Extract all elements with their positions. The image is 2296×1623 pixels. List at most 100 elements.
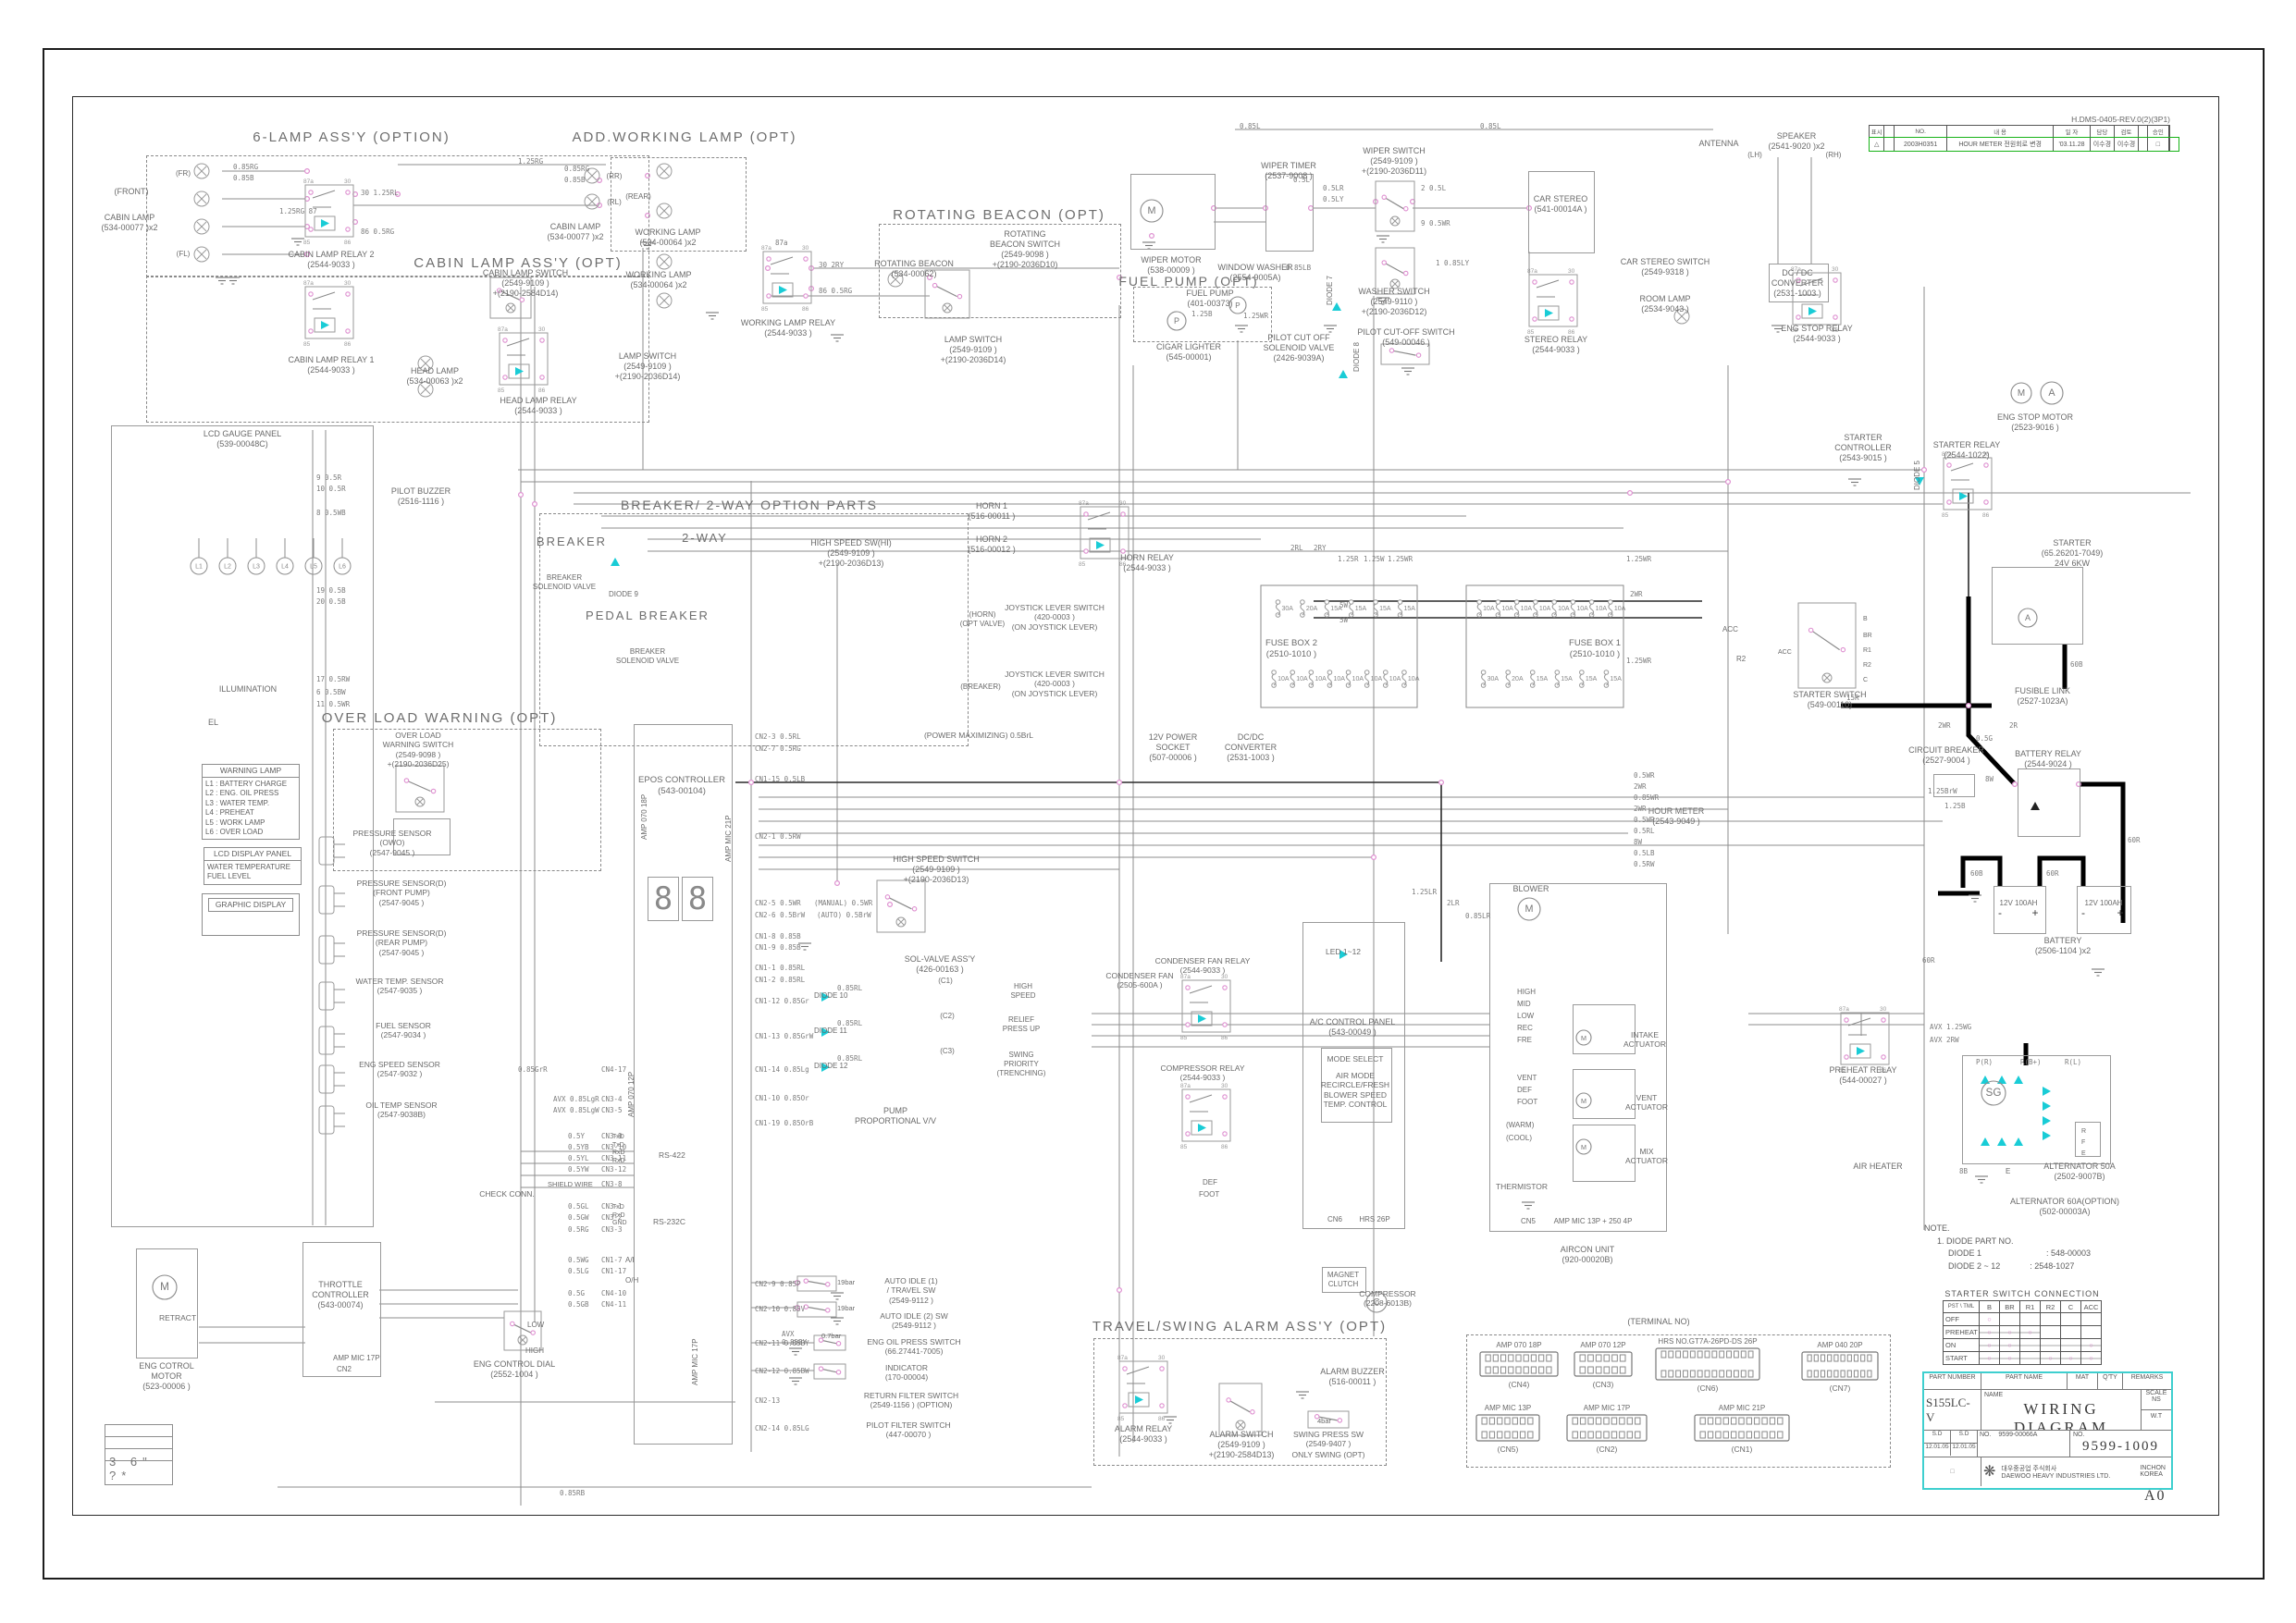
relay-starter-relay-pinlabel: 86 bbox=[1982, 512, 1990, 519]
label-2wr: 2WR bbox=[1938, 721, 1951, 730]
label-acc: ACC bbox=[1722, 625, 1738, 633]
label-illumination: ILLUMINATION bbox=[218, 684, 278, 694]
switch-pilot-cut-off-switch-pin-1 bbox=[1415, 352, 1422, 358]
label-horn-relay: HORN RELAY (2544-9033 ) bbox=[1120, 553, 1174, 572]
switch-eng-control-dial-pin-0 bbox=[510, 1321, 515, 1327]
label-hrs-26p: HRS 26P bbox=[1359, 1215, 1390, 1223]
connector-cn1-pin-t2 bbox=[1715, 1417, 1722, 1425]
label-f: F bbox=[2081, 1139, 2086, 1146]
label-pilot-buzzer: PILOT BUZZER (2516-1116 ) bbox=[390, 486, 451, 506]
label-cn1-7: CN1-7 bbox=[601, 1256, 623, 1264]
connector-cn5 bbox=[1475, 1414, 1540, 1442]
relay-preheat-relay-pin-2 bbox=[1844, 1054, 1849, 1060]
label-return-filter-switch: RETURN FILTER SWITCH (2549-1156 ) (OPTIO… bbox=[863, 1391, 959, 1410]
label-cn2-11-0-85by: CN2-11 0.85BY bbox=[755, 1339, 809, 1347]
label-avx-0-85lgr: AVX 0.85LgR bbox=[553, 1095, 599, 1103]
fuse-box-2-f15s bbox=[1603, 673, 1609, 686]
connector-cn5-pin-t4 bbox=[1512, 1417, 1518, 1425]
label-cn2: CN2 bbox=[336, 1365, 352, 1373]
lcd-display-title: LCD DISPLAY PANEL bbox=[204, 848, 301, 862]
relay-preheat-relay-pinlabel: 87a bbox=[1839, 1006, 1849, 1013]
label-rs-232c: RS-232C bbox=[653, 1217, 685, 1226]
label-eng-stop-motor: ENG STOP MOTOR (2523-9016 ) bbox=[1996, 412, 2074, 432]
label-diode-5: DIODE 5 bbox=[1913, 460, 1921, 490]
diode-icon-0 bbox=[821, 992, 830, 1002]
terminal-dot-39 bbox=[531, 500, 537, 507]
relay-eng-stop-relay-pin-2 bbox=[1796, 314, 1801, 320]
fuse-box-2-amp-07: 10A bbox=[1614, 606, 1626, 612]
switch-high-speed-switch-pin-1 bbox=[911, 906, 918, 912]
fuse-box-2-f00s bbox=[1476, 603, 1482, 616]
connector-cn7-pin-t2 bbox=[1820, 1354, 1826, 1362]
switch-alarm-switch-pin-1 bbox=[1250, 1409, 1255, 1415]
tb-part-number-label: PART NUMBER bbox=[1924, 1373, 1981, 1389]
label-86-0-5rg: 86 0.5RG bbox=[361, 227, 395, 236]
switch-swing-press-switch-pin-1 bbox=[1337, 1418, 1343, 1423]
fuse-box-1-f03s bbox=[1349, 603, 1354, 616]
relay-stereo-relay bbox=[1528, 274, 1578, 327]
connector-cn7-pin-t3 bbox=[1827, 1354, 1833, 1362]
connector-cn2-pin-b7 bbox=[1626, 1431, 1634, 1439]
connector-cn3-pin-b0 bbox=[1579, 1366, 1586, 1374]
diode-icon-8 bbox=[2031, 802, 2040, 810]
warning-lamp-label-L4: L4 bbox=[281, 564, 289, 571]
label-cn2-14-0-85lg: CN2-14 0.85LG bbox=[755, 1424, 809, 1432]
switch-alarm-switch-pin-0 bbox=[1226, 1397, 1231, 1403]
relay-cabin-lamp-relay-1-pinlabel: 86 bbox=[344, 341, 352, 348]
label-working-lamp: WORKING LAMP (534-00064 )x2 bbox=[635, 227, 701, 247]
switch-auto-idle-2-switch-arm bbox=[806, 1306, 826, 1311]
relay-cabin-lamp-relay-2-diode-icon bbox=[321, 219, 329, 227]
revision-strip: H.DMS-0405-REV.0(2)(3P1) 표시△NO.2003H0351… bbox=[1869, 115, 2179, 152]
connector-cn2-pin-b1 bbox=[1579, 1431, 1586, 1439]
label-cn3-12: CN3-12 bbox=[601, 1165, 627, 1174]
label-0-85rl: 0.85RL bbox=[837, 1019, 863, 1027]
connector-cn4-pin-b8 bbox=[1546, 1366, 1552, 1374]
connector-cn7-pin-t8 bbox=[1860, 1354, 1866, 1362]
connector-cn1-pin-t6 bbox=[1746, 1417, 1753, 1425]
relay-eng-stop-relay-pin-0 bbox=[1796, 277, 1801, 283]
relay-starter-relay-arm bbox=[1950, 462, 1974, 472]
switch-eng-control-dial-lx2 bbox=[519, 1336, 526, 1344]
label-2rl: 2RL bbox=[1290, 544, 1303, 552]
label-wiper-switch: WIPER SWITCH (2549-9109 ) +(2190-2036D11… bbox=[1361, 146, 1427, 176]
label-cn2-6-0-5brw: CN2-6 0.5BrW bbox=[755, 911, 806, 919]
relay-preheat-relay-pinlabel: 30 bbox=[1880, 1006, 1887, 1013]
motor-letter-0: M bbox=[1148, 205, 1156, 216]
fuse-box-2-f06s bbox=[1589, 603, 1595, 616]
connector-cn6-pin-t3 bbox=[1683, 1350, 1688, 1359]
relay-cabin-lamp-relay-2-pinlabel: 30 bbox=[344, 178, 352, 185]
connector-cn1-type-label: AMP MIC 21P bbox=[1718, 1404, 1766, 1412]
label-9-0-5wr: 9 0.5WR bbox=[1421, 219, 1450, 227]
switch-washer-switch-lx2 bbox=[1391, 280, 1399, 288]
fuse-box-2-f13a bbox=[1554, 670, 1561, 675]
connector-cn5-pin-t1 bbox=[1488, 1417, 1496, 1425]
section-breaker-2way bbox=[539, 513, 969, 746]
connector-cn2-pin-t1 bbox=[1579, 1417, 1586, 1425]
sensor-icon-3 bbox=[318, 981, 335, 1011]
wire-72 bbox=[1966, 596, 2017, 786]
lamp-icon-8 bbox=[656, 253, 673, 270]
tb-scale: NS bbox=[2152, 1396, 2161, 1403]
label-car-stereo: CAR STEREO (541-00014A ) bbox=[1533, 194, 1588, 214]
label-epos-controller: EPOS CONTROLLER (543-00104) bbox=[638, 775, 725, 796]
motor-letter-9: P bbox=[1174, 316, 1179, 326]
label-foot: FOOT bbox=[1517, 1098, 1538, 1106]
switch-starter-switch bbox=[1797, 602, 1857, 689]
fuse-box-1-f15a bbox=[1364, 670, 1370, 675]
connector-cn3-pin-b3 bbox=[1603, 1366, 1611, 1374]
label-condenser-fan: CONDENSER FAN (2505-600A ) bbox=[1105, 971, 1174, 990]
connector-cn1-pin-b3 bbox=[1722, 1431, 1729, 1439]
fuse-box-2-amp-03: 10A bbox=[1539, 606, 1551, 612]
label-avx-2rw: AVX 2RW bbox=[1930, 1036, 1959, 1044]
fuse-box-2-f12s bbox=[1530, 673, 1536, 686]
connector-cn1-pin-t9 bbox=[1769, 1417, 1776, 1425]
relay-cabin-lamp-relay-1-pin-3 bbox=[345, 328, 351, 334]
relay-working-lamp-relay-arm bbox=[770, 256, 794, 265]
label-diode-7: DIODE 7 bbox=[1326, 275, 1334, 305]
label-starter-switch: STARTER SWITCH (549-00110) bbox=[1793, 690, 1867, 709]
relay-compressor-relay-arm bbox=[1189, 1094, 1213, 1103]
sensor-icon-6 bbox=[318, 1105, 335, 1135]
relay-horn-relay-arm bbox=[1087, 511, 1111, 521]
switch-wiper-switch bbox=[1375, 180, 1415, 232]
